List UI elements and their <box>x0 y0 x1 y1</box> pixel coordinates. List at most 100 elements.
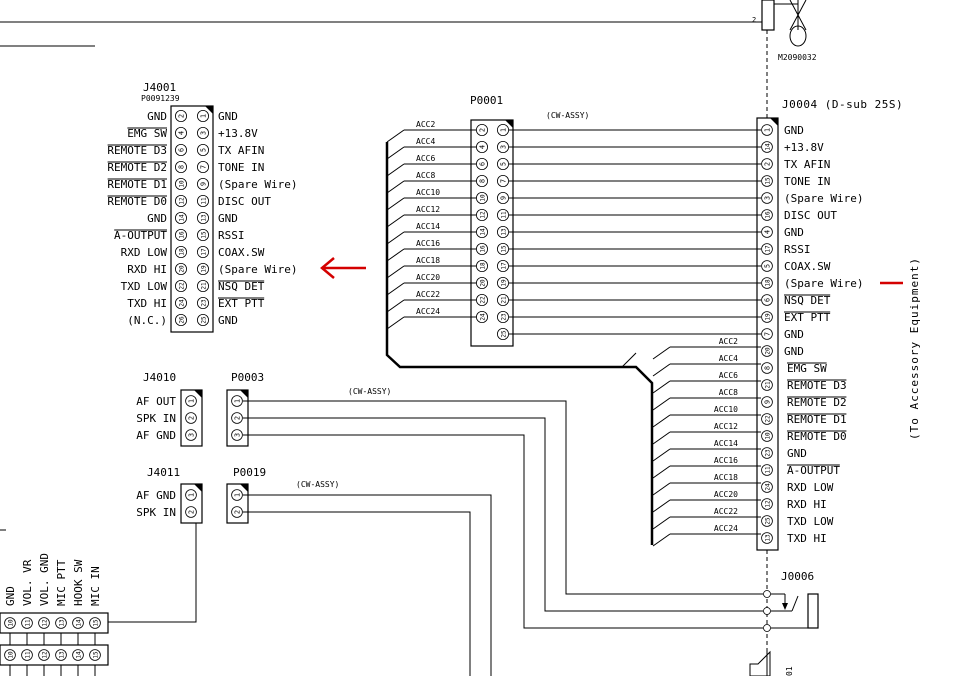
j0004-pin-label: GND <box>784 226 804 239</box>
p0019-note: (CW-ASSY) <box>296 480 339 489</box>
j0004-pin <box>761 396 773 408</box>
bottom-conn-pin-num: 15 <box>92 651 99 659</box>
j4001-pin <box>174 228 187 241</box>
j4001-left-label: GND <box>147 110 167 123</box>
j4001-pin <box>196 296 209 309</box>
j0004-pin-label: GND <box>784 328 804 341</box>
j4001-pin-num: 22 <box>178 282 185 290</box>
j4001-pin <box>174 160 187 173</box>
j4001-pin-num: 14 <box>178 214 185 222</box>
j0004-acc-label: ACC20 <box>714 490 738 499</box>
j4001-pin-num: 17 <box>200 248 207 256</box>
j4001-right-label: GND <box>218 212 238 225</box>
j4001-pin <box>174 143 187 156</box>
j4001-left-label: TXD HI <box>127 297 167 310</box>
j4001-pin <box>196 143 209 156</box>
j0004-pin-num: 9 <box>763 400 771 404</box>
j0004-pin-num: 14 <box>764 143 771 151</box>
p0001-pin-num: 25 <box>500 330 507 338</box>
p0003-pin <box>231 412 243 424</box>
j4001-pin-num: 23 <box>200 299 207 307</box>
p0001-acc-label: ACC6 <box>416 154 435 163</box>
bottom-conn-pin-num: 12 <box>41 651 48 659</box>
j4001-left-label: REMOTE D0 <box>107 195 167 208</box>
j4011-label: J4011 <box>147 466 180 479</box>
j0004-pin-label: REMOTE D2 <box>787 396 847 409</box>
j4001-right-label: GND <box>218 110 238 123</box>
j0004-pin-label: DISC OUT <box>784 209 837 222</box>
j0004-pin <box>761 226 773 238</box>
j4001-pin-num: 1 <box>199 114 207 118</box>
p0003-label: P0003 <box>231 371 264 384</box>
j0004-pin-label: REMOTE D0 <box>787 430 847 443</box>
j4001-left-label: GND <box>147 212 167 225</box>
j0004-pin-num: 13 <box>764 534 771 542</box>
side-note: (To Accessory Equipment) <box>908 257 921 440</box>
j0004-pin <box>761 192 773 204</box>
p0001-pin-num: 20 <box>479 279 486 287</box>
j4010-pin <box>185 412 197 424</box>
j4001-pin <box>174 262 187 275</box>
p0001-pin-num: 7 <box>499 179 507 183</box>
j0004-pin <box>761 158 773 170</box>
j0004-pin-num: 11 <box>764 466 771 474</box>
j0004-pin <box>761 328 773 340</box>
j4001-part: P0091239 <box>141 94 180 103</box>
j4001-right-label: +13.8V <box>218 127 258 140</box>
j0006-label: J0006 <box>781 570 814 583</box>
j4001-right-label: TX AFIN <box>218 144 264 157</box>
j4001-left-label: TXD LOW <box>121 280 168 293</box>
j4001-left-label: EMG SW <box>127 127 167 140</box>
j0004-acc-label: ACC22 <box>714 507 738 516</box>
bottom-conn-pin <box>89 617 101 629</box>
j4001-pin-num: 16 <box>178 231 185 239</box>
j0004-pin-num: 8 <box>763 366 771 370</box>
j4001-right-label: (Spare Wire) <box>218 263 297 276</box>
p0001-pin <box>475 157 488 170</box>
m2090032-label: M2090032 <box>778 53 817 62</box>
j4001-pin-num: 15 <box>200 231 207 239</box>
p0001-pin <box>475 124 488 137</box>
j0004-label: J0004 (D-sub 25S) <box>782 98 903 111</box>
j0004-pin <box>761 413 773 425</box>
p0001-pin <box>496 124 509 137</box>
j0004-pin <box>761 532 773 544</box>
j0004-pin-num: 20 <box>764 347 771 355</box>
p0003-note: (CW-ASSY) <box>348 387 391 396</box>
p0001-pin-num: 3 <box>499 145 507 149</box>
bottom-conn-pin <box>55 649 67 661</box>
j0004-pin-num: 15 <box>764 177 771 185</box>
p0001-pin-num: 22 <box>479 296 486 304</box>
j4010-label: J4010 <box>143 371 176 384</box>
p0019-pin-num: 1 <box>233 493 241 497</box>
p0001-pin-num: 16 <box>479 245 486 253</box>
p0001-acc-label: ACC14 <box>416 222 440 231</box>
bottom-conn-label: VOL. GND <box>38 553 51 606</box>
speaker-symbol: 01 <box>749 648 794 676</box>
p0001-note: (CW-ASSY) <box>546 111 589 120</box>
j0004-acc-label: ACC24 <box>714 524 738 533</box>
j4001-pin <box>174 279 187 292</box>
p0001-pin <box>475 293 488 306</box>
p0019-label: P0019 <box>233 466 266 479</box>
j0004-pin-num: 12 <box>764 500 771 508</box>
j0004-acc-label: ACC18 <box>714 473 738 482</box>
p0001-acc-label: ACC10 <box>416 188 440 197</box>
j4001-pin-num: 12 <box>178 197 185 205</box>
j0004-pin-label: COAX.SW <box>784 260 831 273</box>
j4001-pin <box>196 194 209 207</box>
p0001-pin <box>475 310 488 323</box>
j0004-pin <box>761 362 773 374</box>
j0004-pin-num: 18 <box>764 279 771 287</box>
j0004-acc-label: ACC2 <box>719 337 738 346</box>
j4010-pin <box>185 429 197 441</box>
j4010-pin-num: 1 <box>187 399 195 403</box>
bottom-conn-pin <box>89 649 101 661</box>
j4001-pin-num: 19 <box>200 265 207 273</box>
j0004-pin <box>761 294 773 306</box>
j0004-acc-label: ACC8 <box>719 388 738 397</box>
j4001-pin <box>196 262 209 275</box>
